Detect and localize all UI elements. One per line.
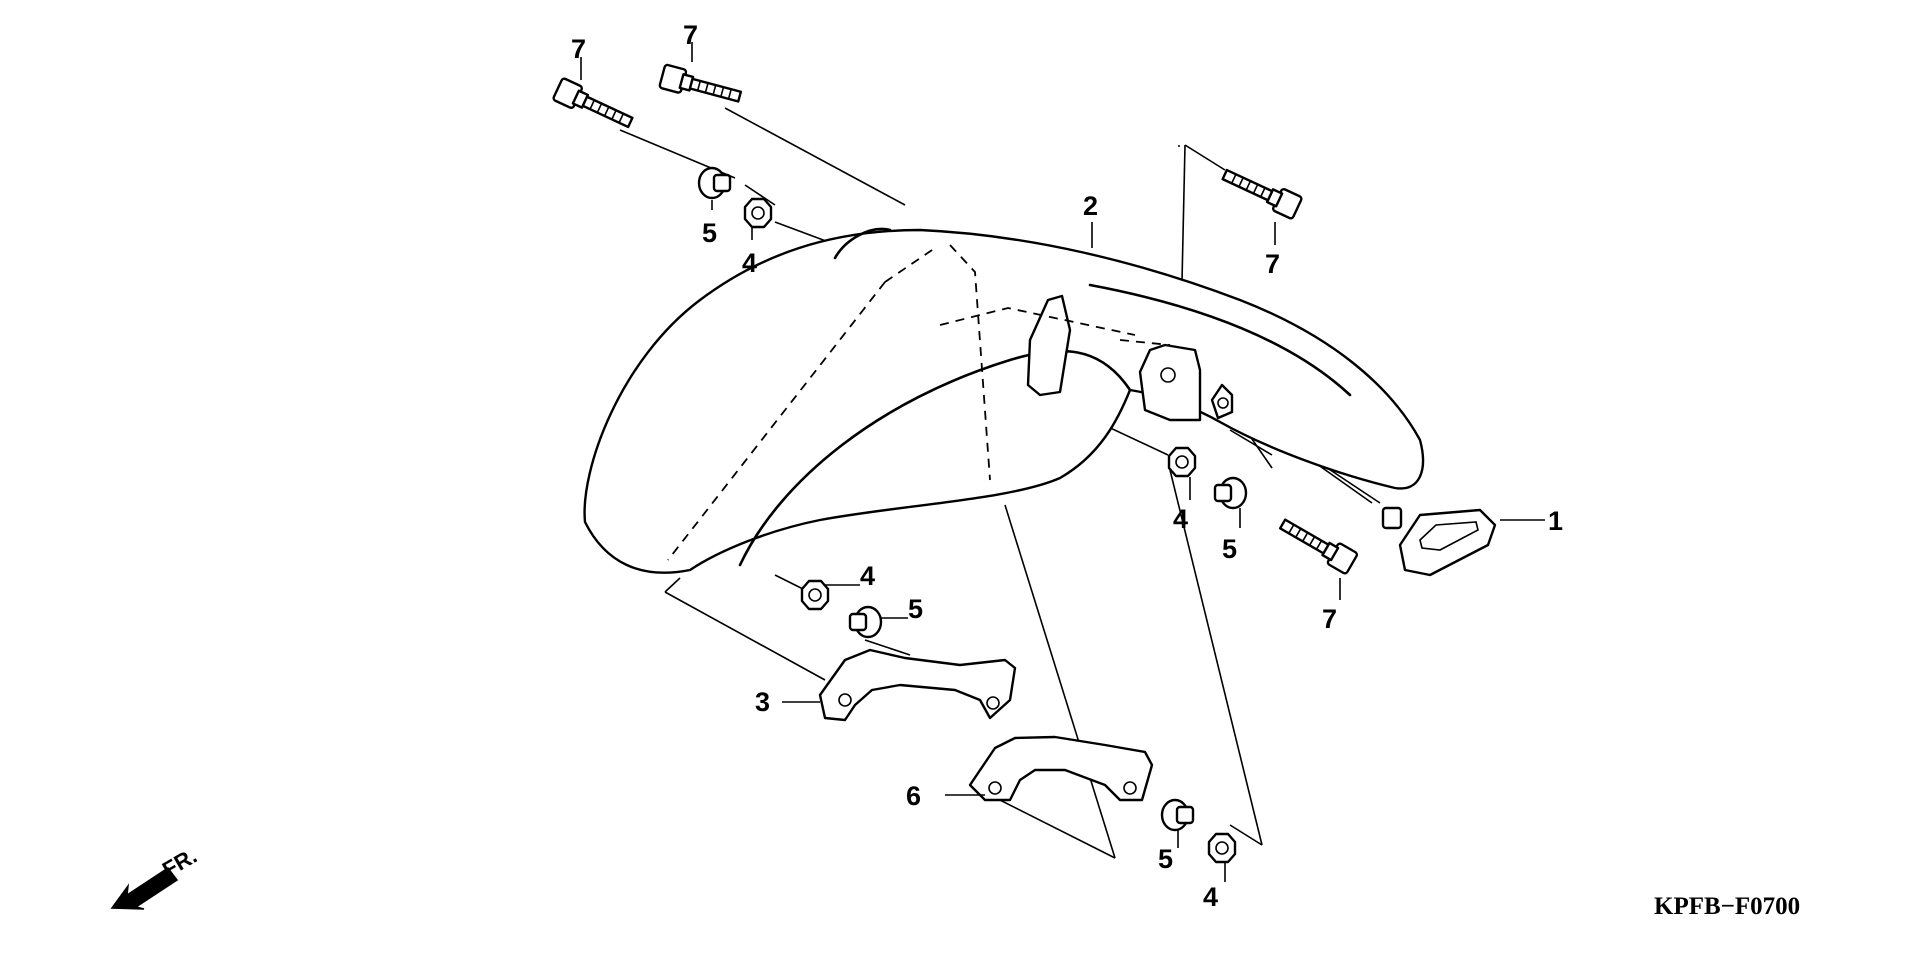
callout-5: 5 bbox=[908, 594, 923, 624]
callout-leaders bbox=[580, 42, 1545, 882]
callout-3: 3 bbox=[755, 687, 770, 717]
bolt-part-7 bbox=[552, 63, 1359, 575]
callout-5: 5 bbox=[1158, 844, 1173, 874]
callout-7: 7 bbox=[683, 20, 698, 50]
callout-4: 4 bbox=[1173, 504, 1188, 534]
callout-2: 2 bbox=[1083, 191, 1098, 221]
callout-4: 4 bbox=[742, 248, 757, 278]
front-direction-arrow: FR. bbox=[110, 843, 201, 910]
callout-7: 7 bbox=[1265, 249, 1280, 279]
callout-5: 5 bbox=[702, 218, 717, 248]
nut-part-4 bbox=[743, 197, 1237, 864]
callout-1: 1 bbox=[1548, 506, 1563, 536]
front-fender bbox=[583, 227, 1425, 574]
callout-7: 7 bbox=[1322, 604, 1337, 634]
callout-5: 5 bbox=[1222, 534, 1237, 564]
diagram-code: KPFB−F0700 bbox=[1654, 893, 1800, 920]
callout-labels: 7 7 5 4 2 7 1 4 5 7 4 5 3 6 5 4 bbox=[571, 20, 1563, 912]
bracket-part-3 bbox=[818, 648, 1017, 722]
callout-4: 4 bbox=[860, 561, 875, 591]
bracket-part-6 bbox=[968, 735, 1154, 802]
cable-guide-part-1 bbox=[1381, 506, 1497, 577]
callout-6: 6 bbox=[906, 781, 921, 811]
callout-4: 4 bbox=[1203, 882, 1218, 912]
collar-part-5 bbox=[697, 166, 1248, 832]
callout-7: 7 bbox=[571, 34, 586, 64]
